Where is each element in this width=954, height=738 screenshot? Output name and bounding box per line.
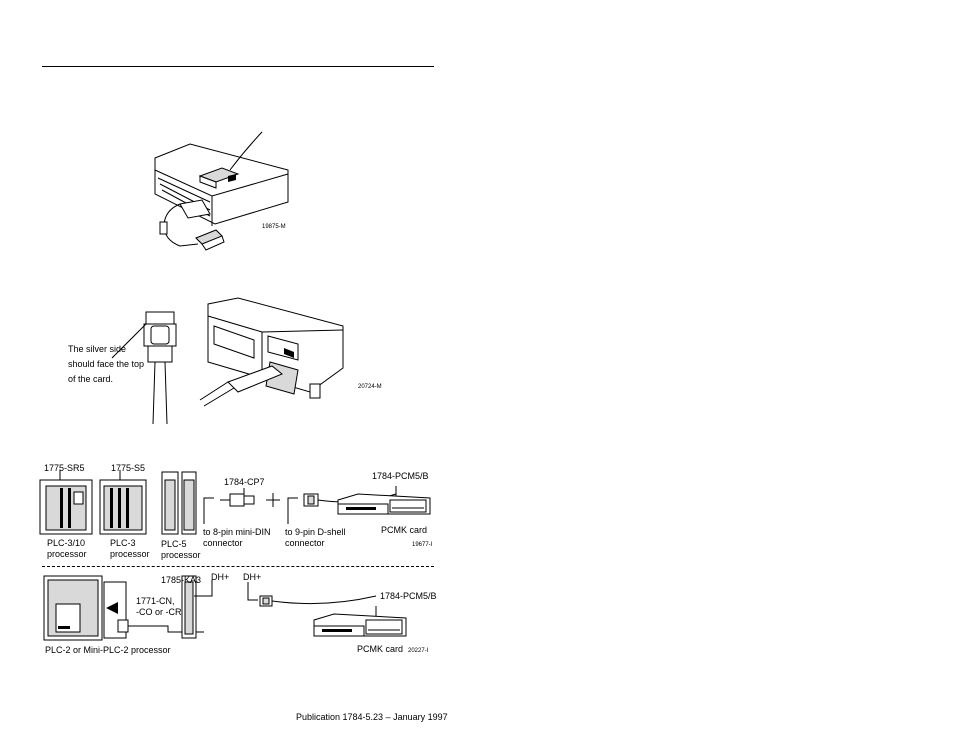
figure-2-laptop-card-illustration — [199, 297, 344, 407]
label-pcmk-card-top: PCMK card — [381, 525, 428, 535]
label-pcmk-card-bottom: PCMK card — [357, 644, 404, 654]
figure-2-leader-line — [111, 323, 147, 359]
label-1771-cable: 1771-CN, -CO or -CR — [136, 596, 182, 617]
label-1784-pcm5b-bottom: 1784-PCM5/B — [380, 591, 437, 601]
figure-4-pcmk-card — [313, 606, 407, 637]
figure-2-id-code: 20724-M — [358, 384, 382, 390]
label-plc-5-processor: PLC-5 processor — [161, 539, 201, 560]
label-1775-sr5: 1775-SR5 — [44, 463, 85, 473]
label-1784-cp7: 1784-CP7 — [224, 477, 265, 487]
figure-4-plc2-rack — [43, 575, 213, 641]
label-plc-3-processor: PLC-3 processor — [110, 538, 150, 559]
figure-4-dh-cable — [247, 582, 377, 607]
label-plc-2-processor: PLC-2 or Mini-PLC-2 processor — [45, 645, 171, 655]
figure-3-cable-connectors — [203, 488, 397, 524]
label-1775-s5: 1775-S5 — [111, 463, 146, 473]
label-1784-pcm5b-top: 1784-PCM5/B — [372, 471, 429, 481]
figure-4-id-code: 20227-I — [408, 648, 429, 654]
figure-2-connector-illustration — [143, 311, 177, 425]
figure-3-processor-racks — [39, 470, 197, 535]
figure-2-silver-side-note: The silver side should face the top of t… — [68, 344, 145, 384]
label-d-shell: to 9-pin D-shell connector — [285, 527, 346, 548]
figure-1-laptop-card-illustration — [154, 131, 289, 251]
label-1785-ka3: 1785-KA3 — [161, 575, 202, 585]
publication-footer: Publication 1784-5.23 – January 1997 — [296, 712, 448, 722]
figure-3-id-code: 19677-I — [412, 542, 433, 548]
label-plc-3-10-processor: PLC-3/10 processor — [47, 538, 87, 559]
section-divider-dashed — [42, 566, 434, 567]
figure-1-id-code: 19875-M — [262, 224, 286, 230]
header-rule — [42, 66, 434, 67]
figure-3-pcmk-card — [337, 486, 431, 515]
label-mini-din: to 8-pin mini-DIN connector — [203, 527, 271, 548]
label-dh-plus-right: DH+ — [243, 572, 262, 582]
label-dh-plus-left: DH+ — [211, 572, 230, 582]
